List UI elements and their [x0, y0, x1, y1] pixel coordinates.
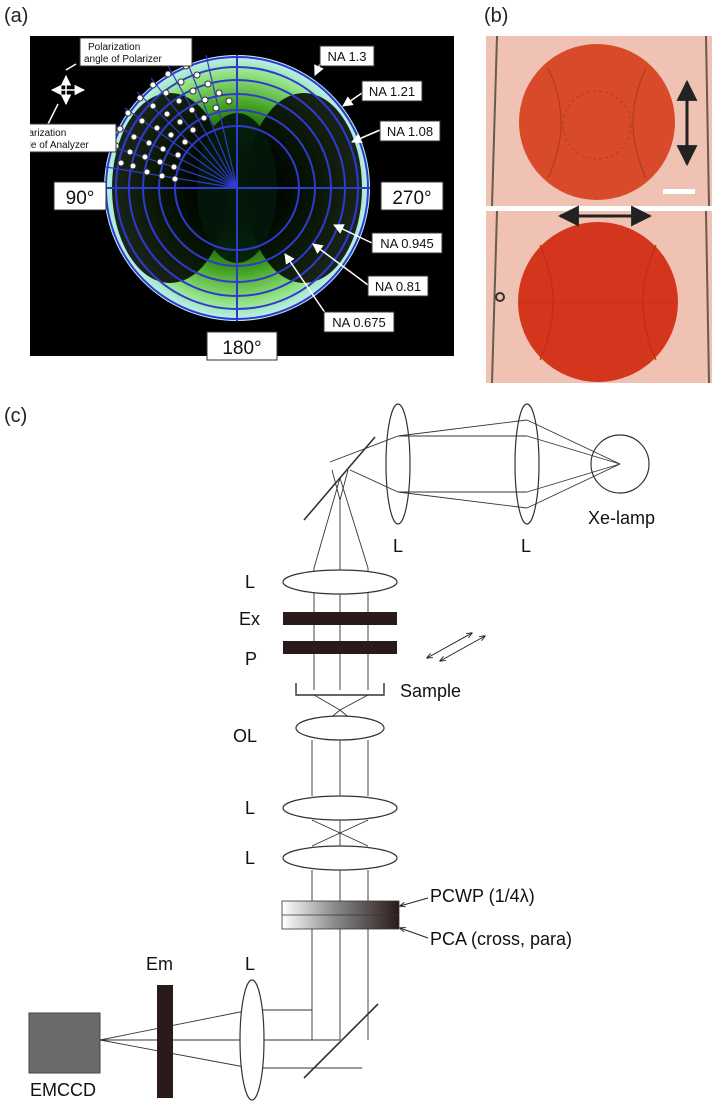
label-lens-top-1: L	[393, 536, 403, 556]
na-label-1-08: NA 1.08	[379, 120, 441, 142]
na-label-1-3: NA 1.3	[319, 45, 375, 67]
objective-lens	[295, 715, 385, 741]
excitation-filter	[283, 612, 397, 625]
label-emission-filter: Em	[146, 954, 173, 974]
na-label-1-21: NA 1.21	[361, 80, 423, 102]
label-excitation-filter: Ex	[239, 609, 260, 629]
polarizer-plate	[283, 641, 397, 654]
label-objective: OL	[233, 726, 257, 746]
na-arrows	[284, 59, 381, 321]
svg-text:NA 0.945: NA 0.945	[380, 236, 434, 251]
na-label-0-945: NA 0.945	[371, 232, 443, 254]
label-lens-top-2: L	[521, 536, 531, 556]
label-lens-column-3: L	[245, 848, 255, 868]
label-polarizer: P	[245, 649, 257, 669]
label-xe-lamp: Xe-lamp	[588, 508, 655, 528]
na-label-0-675: NA 0.675	[323, 311, 395, 333]
label-lens-bottom: L	[245, 954, 255, 974]
legend-analyzer-line2: angle of Analyzer	[12, 140, 89, 151]
panel-b-image-top	[486, 35, 712, 207]
svg-text:NA 0.81: NA 0.81	[375, 279, 421, 294]
lens-top-2	[514, 403, 540, 525]
lens-top-1	[385, 403, 411, 525]
svg-text:NA 0.675: NA 0.675	[332, 315, 386, 330]
mirror-bottom	[303, 1003, 379, 1079]
lens-column-3	[282, 845, 398, 871]
label-lens-column-1: L	[245, 572, 255, 592]
scale-bar	[663, 189, 695, 194]
panel-c-letter: (c)	[4, 405, 27, 427]
droplet-top	[519, 44, 675, 200]
label-pcwp: PCWP (1/4λ)	[430, 886, 535, 906]
angle-270-text: 270°	[392, 188, 431, 209]
angle-180-text: 180°	[222, 338, 261, 359]
angle-90-text: 90°	[66, 188, 95, 209]
panel-b-image-bottom	[486, 205, 712, 384]
emission-filter	[157, 985, 173, 1098]
legend-polarizer-line1: Polarization	[88, 42, 140, 53]
sample-holder	[295, 683, 385, 696]
lens-column-2	[282, 795, 398, 821]
label-pca: PCA (cross, para)	[430, 929, 572, 949]
legend-analyzer: Polarization angle of Analyzer	[12, 123, 117, 153]
angle-label-180: 180°	[206, 331, 278, 361]
polarization-arrows-icon	[427, 633, 485, 661]
label-emccd: EMCCD	[30, 1080, 96, 1100]
pcwp-pca-pointers	[400, 897, 429, 939]
svg-text:NA 1.08: NA 1.08	[387, 124, 433, 139]
sample-points	[112, 62, 233, 183]
svg-text:NA 1.3: NA 1.3	[327, 49, 366, 64]
panel-c-labels: Xe-lamp L L L Ex P Sample OL L L PCWP (1…	[30, 508, 655, 1100]
svg-text:NA 1.21: NA 1.21	[369, 84, 415, 99]
pcwp-pca-stack	[281, 900, 400, 930]
panel-b-letter: (b)	[484, 5, 508, 27]
optical-diagram	[99, 403, 650, 1101]
panel-a-letter: (a)	[4, 5, 28, 27]
legend-polarizer: Polarization angle of Polarizer	[79, 37, 193, 67]
label-lens-column-2: L	[245, 798, 255, 818]
angle-label-270: 270°	[380, 181, 444, 211]
emccd-camera	[28, 1012, 101, 1074]
angle-label-90: 90°	[53, 181, 107, 211]
lens-bottom	[239, 979, 265, 1101]
na-label-0-81: NA 0.81	[367, 275, 429, 297]
label-sample: Sample	[400, 681, 461, 701]
lens-column-1	[282, 569, 398, 595]
legend-polarizer-line2: angle of Polarizer	[84, 54, 162, 65]
legend-analyzer-line1: Polarization	[14, 128, 66, 139]
